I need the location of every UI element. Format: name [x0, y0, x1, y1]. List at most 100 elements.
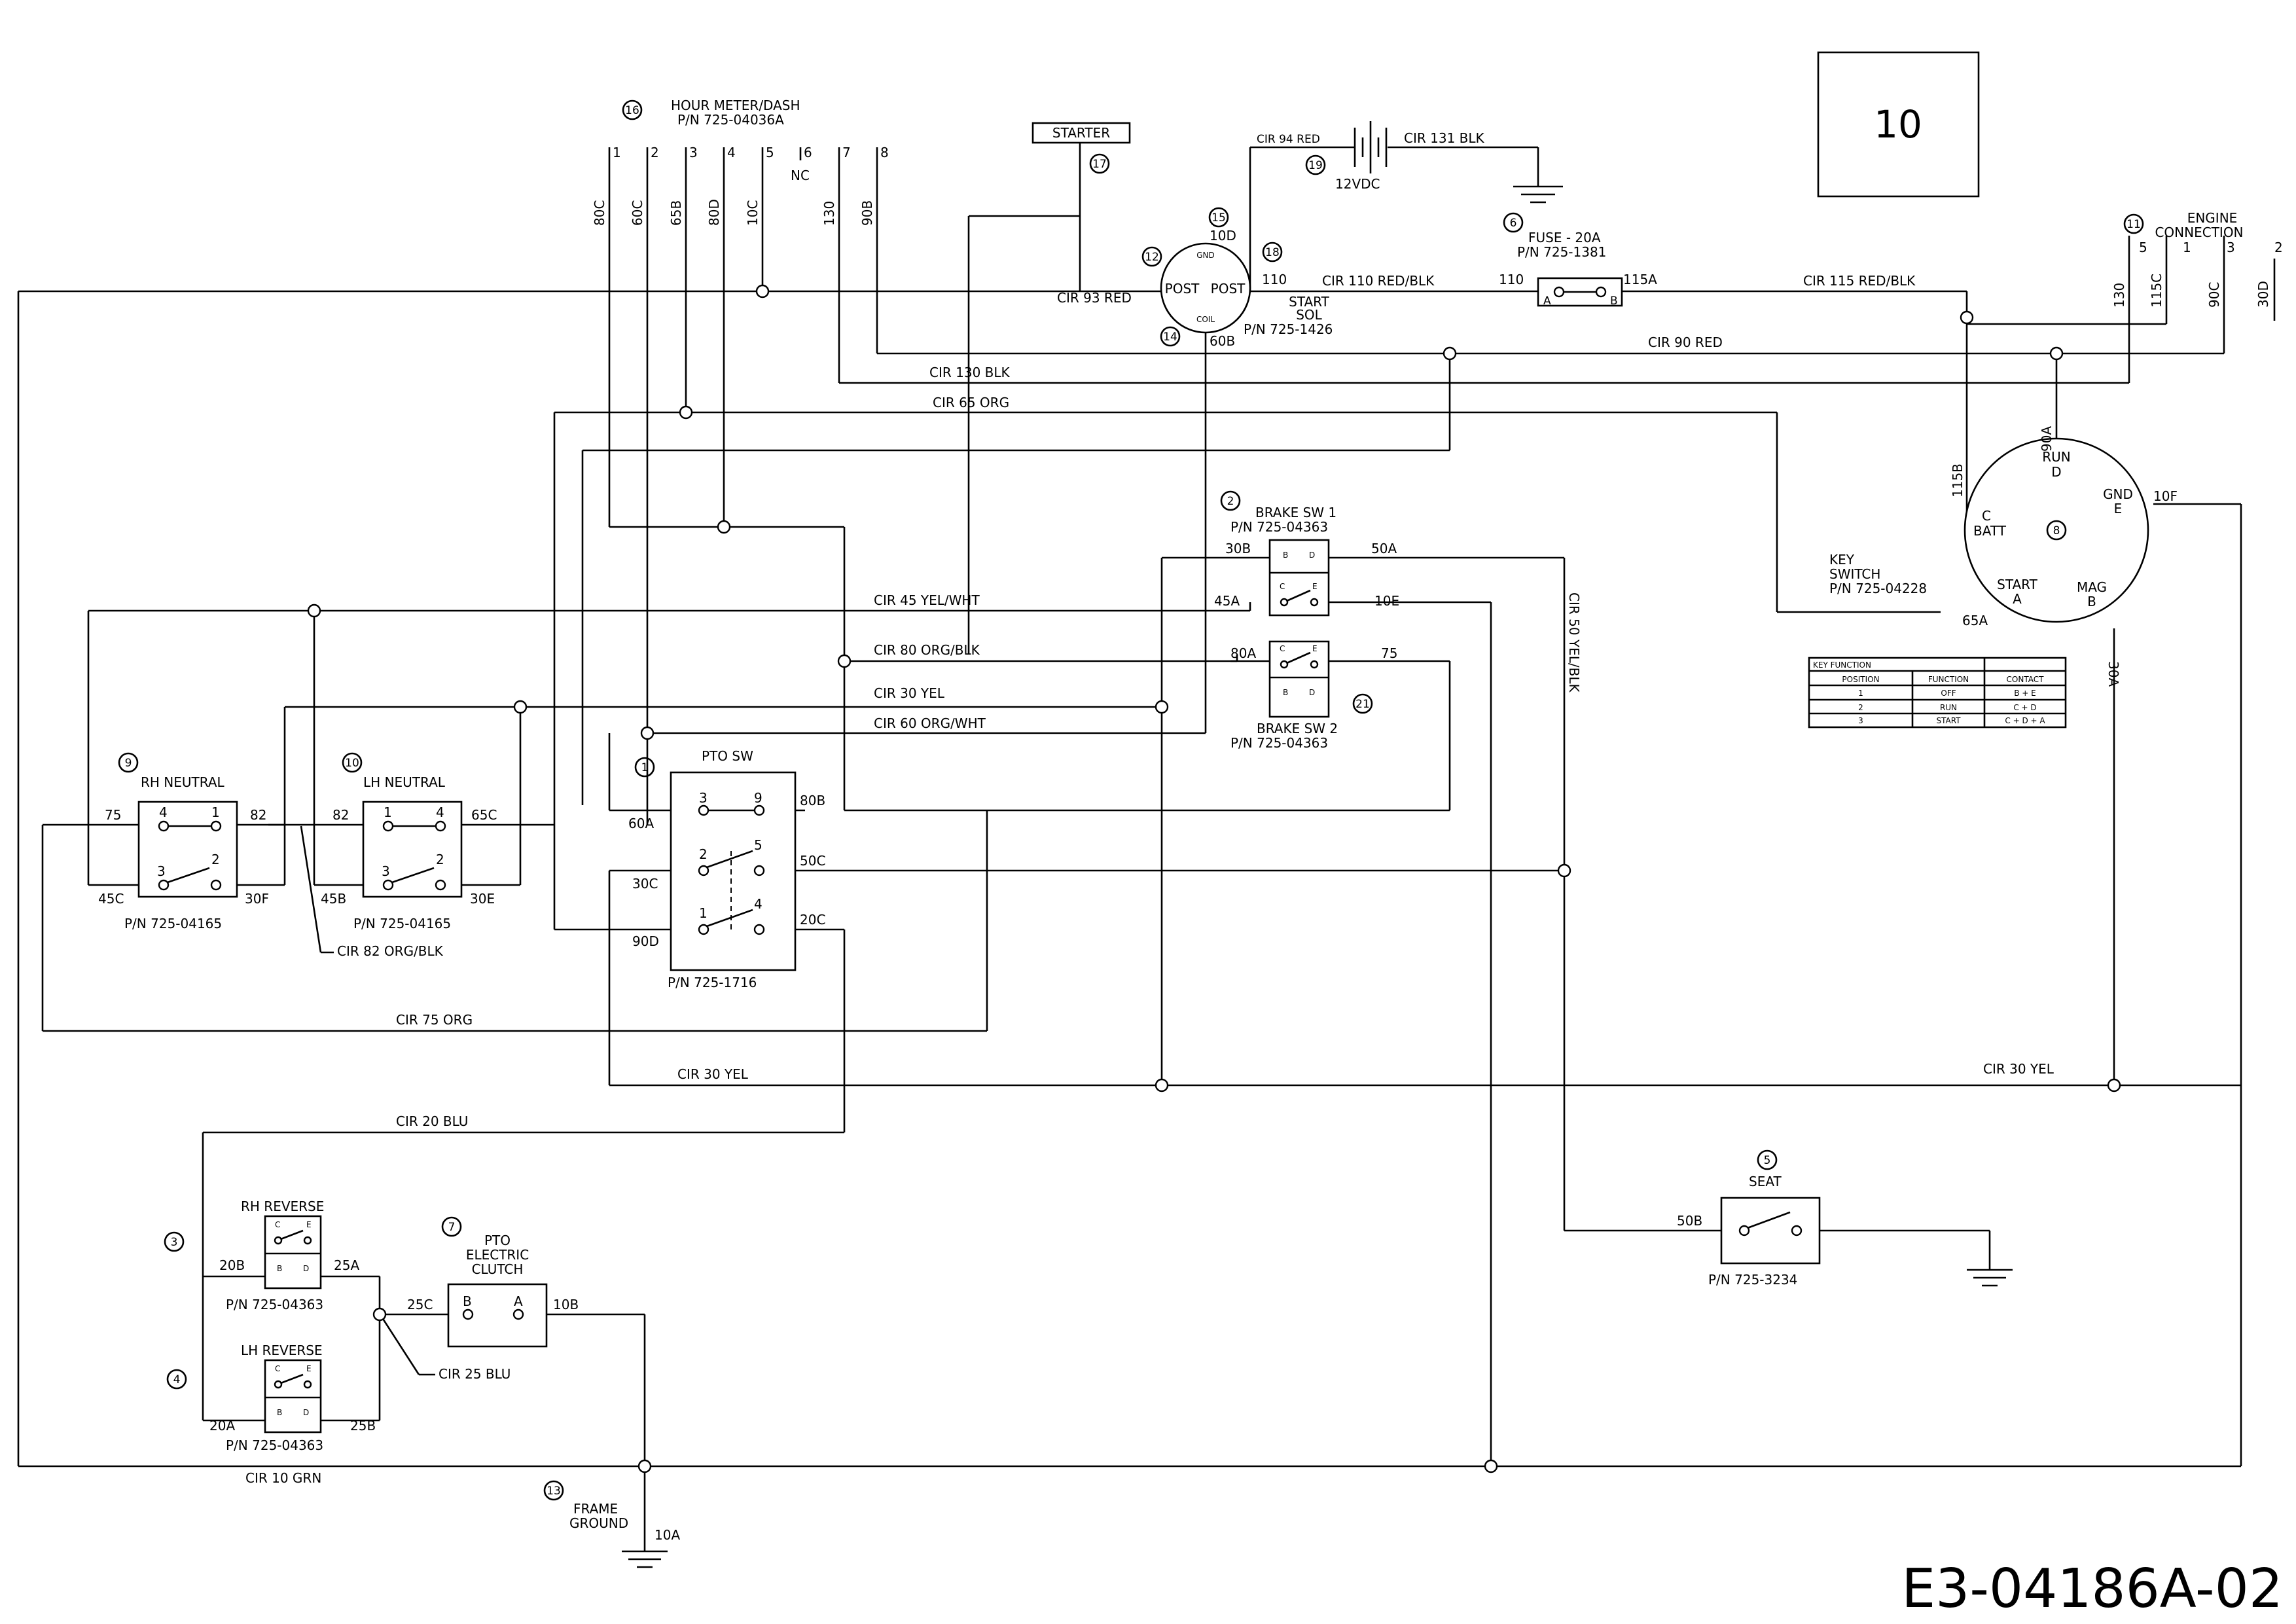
ks-d: D [2051, 464, 2061, 480]
ks-mag: MAG [2077, 579, 2107, 595]
ks-65a: 65A [1962, 613, 1988, 628]
starter-box [1031, 122, 1131, 144]
engine-pin-3: 3 [2227, 240, 2235, 255]
seat-switch: 5 SEAT 50B P/N 725-3234 [1677, 1149, 1821, 1288]
callout-4-num: 4 [173, 1373, 181, 1386]
rh-reverse-switch: RH REVERSE C E B D 20B 25A P/N 725-04363… [164, 1199, 359, 1312]
callout-14-num: 14 [1163, 331, 1177, 344]
frame-ground-title2: GROUND [569, 1515, 628, 1531]
key-switch: 90A 115B RUN D GND E 10F C BATT 8 START … [1829, 426, 2178, 687]
callout-14 [1160, 326, 1181, 347]
frame-ground-10a: 10A [655, 1527, 680, 1543]
callout-2 [1220, 490, 1241, 511]
kf-h-position: POSITION [1842, 675, 1879, 684]
callout-6-num: 6 [1510, 217, 1517, 230]
rhn-30f: 30F [245, 891, 269, 907]
bsw1-45a: 45A [1214, 593, 1240, 609]
solenoid-gnd: GND [1196, 251, 1215, 260]
lh-neutral-switch: 10 LH NEUTRAL 1 4 3 2 82 65C 45B 30E P/N… [313, 752, 554, 931]
hm-wire-10c: 10C [745, 200, 761, 226]
frame-ground: 13 FRAME GROUND 10A [543, 1480, 680, 1543]
pto-50c: 50C [800, 853, 825, 869]
page-number-box [1817, 51, 1980, 198]
lh-reverse-switch: LH REVERSE C E B D 20A 25B P/N 725-04363… [166, 1343, 376, 1453]
bsw1-30b: 30B [1225, 541, 1251, 556]
cir-80-label: CIR 80 ORG/BLK [874, 642, 980, 658]
callout-3 [164, 1231, 185, 1252]
pto-sw-body [670, 771, 797, 971]
callout-17 [1089, 153, 1110, 174]
kf-title: KEY FUNCTION [1813, 660, 1871, 670]
lhr-b: B [277, 1408, 282, 1417]
hm-wire-80d: 80D [706, 199, 722, 226]
lhr-25b: 25B [350, 1418, 376, 1434]
cir-65-label: CIR 65 ORG [933, 395, 1009, 410]
lhn-65c: 65C [471, 807, 497, 823]
ks-90a: 90A [2039, 426, 2054, 452]
bsw1-e: E [1312, 582, 1318, 591]
solenoid-title: START [1289, 294, 1329, 310]
callout-15 [1208, 207, 1229, 228]
lhn-pin-3: 3 [382, 863, 390, 879]
rh-neutral-switch: 9 RH NEUTRAL 4 1 3 2 75 82 45C 30F P/N 7… [87, 752, 286, 931]
bsw2-pn: P/N 725-04363 [1230, 735, 1328, 751]
callout-7 [441, 1216, 462, 1237]
callout-5-num: 5 [1764, 1154, 1771, 1167]
pto-pin-2: 2 [699, 846, 708, 862]
cir-110-label: CIR 110 RED/BLK [1322, 273, 1435, 289]
kf-r1-func: OFF [1941, 689, 1956, 698]
lhr-c: C [275, 1364, 280, 1373]
callout-18-num: 18 [1265, 246, 1280, 259]
callout-8-num: 8 [2053, 524, 2060, 537]
cir-30-lower-label: CIR 30 YEL [677, 1066, 749, 1082]
battery: CIR 94 RED CIR 131 BLK 19 12VDC [1257, 121, 1485, 192]
pto-80b: 80B [800, 793, 825, 808]
battery-voltage: 12VDC [1335, 176, 1380, 192]
hour-meter: 16 HOUR METER/DASH P/N 725-04036A 1 2 3 … [592, 98, 889, 226]
fuse-110: 110 [1499, 272, 1524, 287]
pto-20c: 20C [800, 912, 825, 928]
rhr-25a: 25A [334, 1257, 359, 1273]
ks-a: A [2013, 591, 2022, 607]
bsw2-75: 75 [1381, 645, 1397, 661]
pto-switch: 1 PTO SW 3 9 2 5 1 4 60A 80B 30C 50C 90D… [628, 748, 825, 990]
callout-12 [1141, 246, 1162, 267]
callout-11 [2123, 213, 2144, 234]
hour-meter-pn: P/N 725-04036A [677, 112, 784, 128]
frame-ground-title: FRAME [573, 1501, 618, 1517]
pto-pin-9: 9 [754, 790, 762, 806]
rhn-pn: P/N 725-04165 [124, 916, 222, 931]
callout-9 [118, 752, 139, 773]
seat-pn: P/N 725-3234 [1708, 1272, 1797, 1288]
ks-title: KEY [1829, 552, 1855, 568]
bsw2-80a: 80A [1230, 645, 1256, 661]
callout-19-num: 19 [1308, 159, 1323, 172]
lhn-pin-2: 2 [436, 852, 444, 867]
fuse-pn: P/N 725-1381 [1517, 244, 1606, 260]
rhr-pn: P/N 725-04363 [226, 1297, 323, 1312]
callout-6 [1503, 212, 1524, 233]
bsw1-50a: 50A [1371, 541, 1397, 556]
callout-10 [342, 752, 363, 773]
hm-wire-130: 130 [821, 201, 837, 226]
callout-13 [543, 1480, 564, 1501]
hm-nc: NC [791, 168, 810, 183]
ks-10f: 10F [2153, 488, 2178, 504]
lhn-30e: 30E [470, 891, 495, 907]
clutch-25c: 25C [407, 1297, 433, 1312]
callout-7-num: 7 [448, 1221, 456, 1234]
clutch-title: PTO [484, 1233, 511, 1248]
chassis-grounds [622, 185, 2013, 1568]
start-solenoid: GND POST POST COIL 12 15 10D 14 60B 18 1… [1141, 207, 1333, 349]
cir-30-right-label: CIR 30 YEL [1983, 1061, 2054, 1077]
rhr-b: B [277, 1264, 282, 1273]
battery-cir131: CIR 131 BLK [1404, 130, 1485, 146]
hour-meter-title: HOUR METER/DASH [671, 98, 800, 113]
ks-title2: SWITCH [1829, 566, 1880, 582]
rhn-pin-1: 1 [211, 804, 220, 820]
cir-60-label: CIR 60 ORG/WHT [874, 715, 986, 731]
brake-switch-2: C E B D 80A 75 21 BRAKE SW 2 P/N 725-043… [1230, 640, 1397, 751]
ks-e: E [2114, 501, 2123, 516]
hm-pin-2: 2 [651, 145, 659, 160]
